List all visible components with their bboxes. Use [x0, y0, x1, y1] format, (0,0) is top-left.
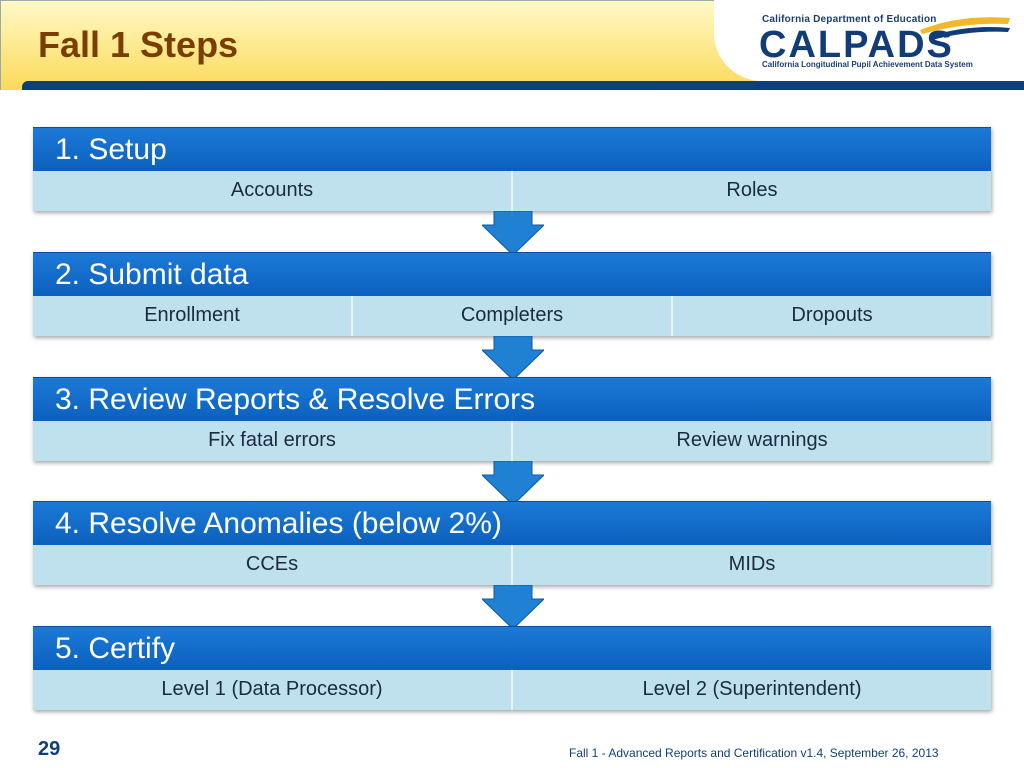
step-1: 1. Setup Accounts Roles	[33, 127, 991, 211]
slide-title: Fall 1 Steps	[38, 24, 239, 65]
step-1-item: Accounts	[33, 171, 513, 211]
step-5-item: Level 1 (Data Processor)	[33, 670, 513, 710]
step-1-items: Accounts Roles	[33, 171, 991, 211]
slide-number: 29	[38, 738, 61, 760]
step-1-title: 1. Setup	[55, 133, 167, 166]
step-4-item: CCEs	[33, 545, 513, 585]
step-3-header: 3. Review Reports & Resolve Errors	[33, 377, 991, 422]
step-3-title: 3. Review Reports & Resolve Errors	[55, 383, 536, 416]
step-3: 3. Review Reports & Resolve Errors Fix f…	[33, 377, 991, 461]
step-4-title: 4. Resolve Anomalies (below 2%)	[55, 507, 502, 540]
down-arrow-icon	[482, 461, 544, 505]
step-5-item: Level 2 (Superintendent)	[513, 670, 991, 710]
logo-top-text: California Department of Education	[762, 14, 937, 25]
step-5-title: 5. Certify	[55, 632, 176, 665]
logo	[714, 0, 1024, 81]
logo-swoosh-icon	[920, 17, 1010, 40]
step-5: 5. Certify Level 1 (Data Processor) Leve…	[33, 626, 991, 710]
step-2-item: Dropouts	[673, 296, 991, 336]
step-5-items: Level 1 (Data Processor) Level 2 (Superi…	[33, 670, 991, 710]
step-2-title: 2. Submit data	[55, 258, 249, 291]
step-5-header: 5. Certify	[33, 626, 991, 671]
step-2-header: 2. Submit data	[33, 252, 991, 297]
step-3-item: Fix fatal errors	[33, 421, 513, 461]
step-1-item: Roles	[513, 171, 991, 211]
down-arrow-icon	[482, 585, 544, 629]
step-2: 2. Submit data Enrollment Completers Dro…	[33, 252, 991, 336]
step-2-item: Completers	[353, 296, 673, 336]
step-3-item: Review warnings	[513, 421, 991, 461]
step-4-item: MIDs	[513, 545, 991, 585]
logo-main-text: CALPADS	[759, 24, 954, 66]
step-2-items: Enrollment Completers Dropouts	[33, 296, 991, 336]
logo-sub-text: California Longitudinal Pupil Achievemen…	[762, 60, 973, 69]
step-2-item: Enrollment	[33, 296, 353, 336]
step-4: 4. Resolve Anomalies (below 2%) CCEs MID…	[33, 501, 991, 585]
step-1-header: 1. Setup	[33, 127, 991, 172]
down-arrow-icon	[482, 211, 544, 255]
step-4-items: CCEs MIDs	[33, 545, 991, 585]
step-3-items: Fix fatal errors Review warnings	[33, 421, 991, 461]
step-4-header: 4. Resolve Anomalies (below 2%)	[33, 501, 991, 546]
header-bar	[22, 81, 1024, 90]
down-arrow-icon	[482, 336, 544, 380]
slide-footer: Fall 1 - Advanced Reports and Certificat…	[569, 746, 939, 760]
